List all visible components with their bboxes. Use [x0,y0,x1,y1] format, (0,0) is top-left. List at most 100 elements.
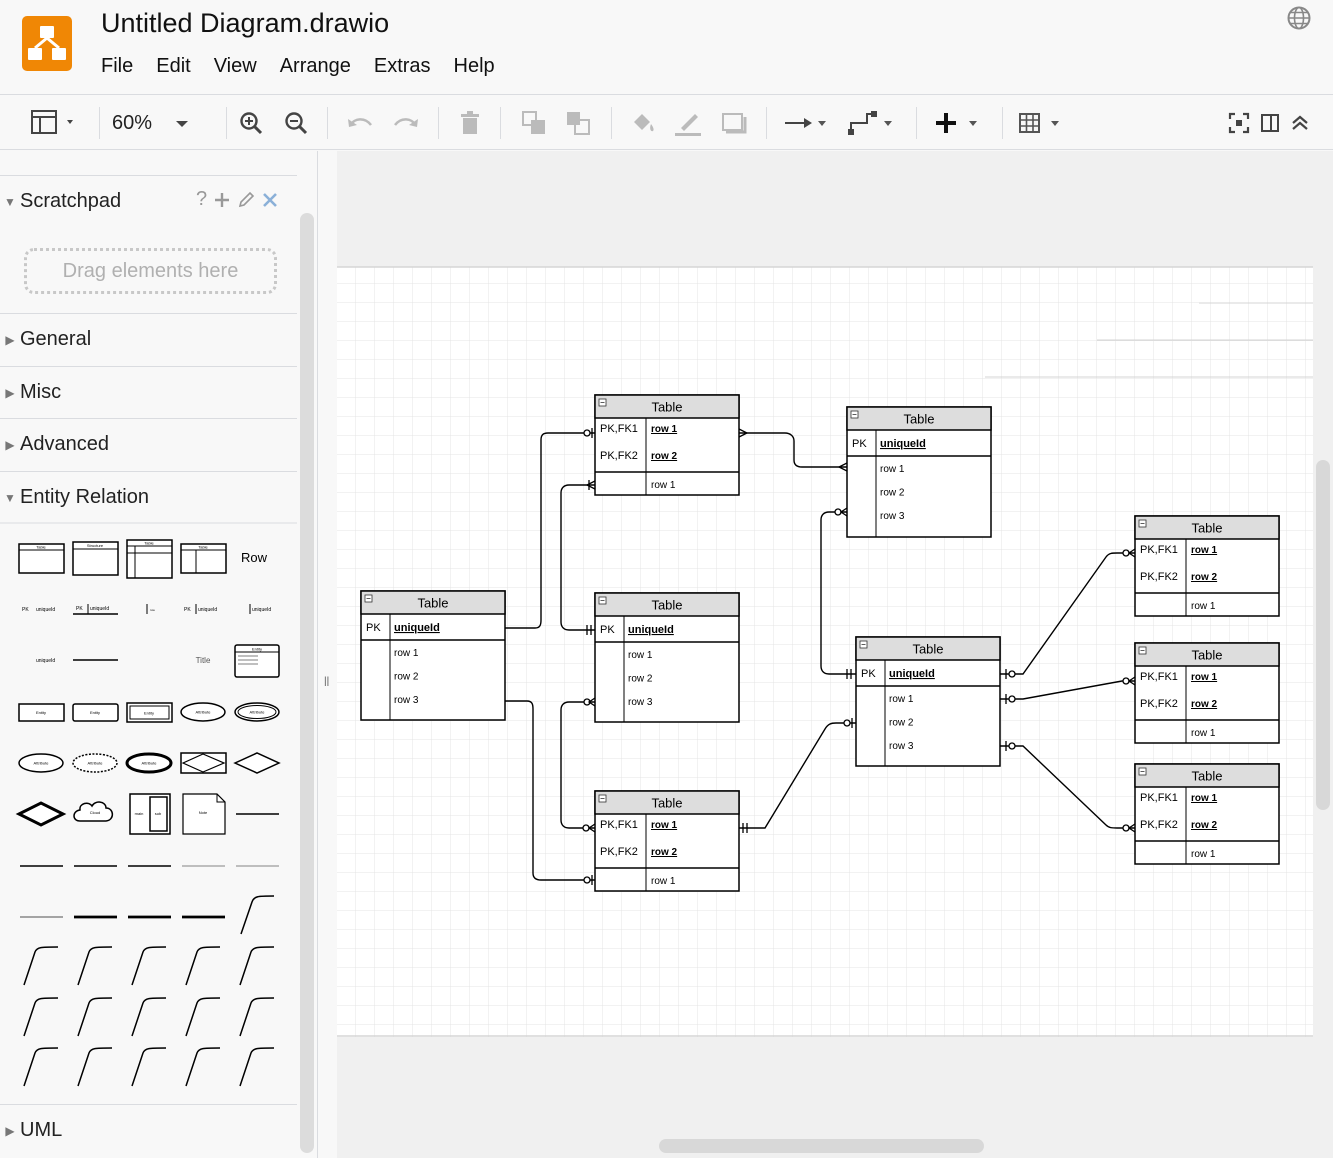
field-cell[interactable]: row 2 [651,451,678,462]
waypoints-button[interactable] [847,95,899,151]
section-advanced[interactable]: ▶ Advanced [0,418,297,470]
undo-button[interactable] [343,95,377,151]
field-cell[interactable]: row 3 [628,697,653,708]
table-header[interactable] [846,406,992,431]
canvas-vertical-scrollbar[interactable] [1316,460,1330,810]
section-uml[interactable]: ▶ UML [0,1104,297,1156]
er-shape-pk-row[interactable]: PK uniqueId [22,607,55,613]
er-shape-cloud[interactable]: Cloud [73,801,114,822]
field-cell[interactable]: row 3 [889,741,914,752]
field-cell[interactable]: row 2 [1191,572,1218,583]
er-edge-row-2[interactable] [20,895,275,935]
document-title[interactable]: Untitled Diagram.drawio [101,8,390,38]
field-cell[interactable]: row 1 [1191,545,1218,556]
er-shape-row-sep[interactable]: uniqueId [249,604,271,614]
collapse-toolbar-button[interactable] [1287,95,1313,151]
field-cell[interactable]: row 2 [394,672,419,683]
field-cell[interactable]: uniqueId [394,622,440,634]
field-cell[interactable]: row 3 [394,695,419,706]
shadow-button[interactable] [718,95,750,151]
language-globe-icon[interactable] [1286,5,1312,31]
section-general[interactable]: ▶ General [0,313,297,365]
to-front-button[interactable] [518,95,550,151]
field-cell[interactable]: row 1 [1191,672,1218,683]
plus-icon[interactable] [213,191,231,209]
er-shape-small-row[interactable]: row [146,604,156,614]
field-cell[interactable]: row 1 [651,820,678,831]
field-cell[interactable]: row 2 [1191,699,1218,710]
table-header[interactable] [594,790,740,815]
connection-style-button[interactable] [782,95,834,151]
field-cell[interactable]: row 1 [1191,849,1216,860]
er-shape-pk-row-sep[interactable]: PK uniqueId [184,604,217,614]
field-cell[interactable]: row 1 [628,650,653,661]
er-shape-associative-entity[interactable] [180,752,227,774]
field-cell[interactable]: row 2 [1191,820,1218,831]
er-shape-entity-rounded[interactable]: Entity [72,703,119,722]
er-shape-relationship[interactable] [233,752,281,774]
er-shape-row[interactable]: Row [241,550,268,565]
er-shape-key-attribute[interactable]: Attribute [18,753,64,773]
zoom-dropdown[interactable]: 60% [112,95,207,151]
er-shape-main-sub[interactable]: main sub [129,793,171,835]
insert-button[interactable] [932,95,984,151]
redo-button[interactable] [389,95,423,151]
table-header[interactable] [1134,763,1280,788]
field-cell[interactable]: uniqueId [628,624,674,636]
line-color-button[interactable] [672,95,704,151]
er-shape-pk-row-line[interactable]: PK uniqueId [73,604,118,615]
menu-extras[interactable]: Extras [373,55,431,77]
table-header[interactable] [1134,642,1280,667]
er-shape-attribute[interactable]: Attribute [180,702,226,722]
fit-window-button[interactable] [1226,95,1252,151]
sidebar-scrollbar[interactable] [300,213,314,1153]
field-cell[interactable]: row 2 [651,847,678,858]
to-back-button[interactable] [562,95,594,151]
field-cell[interactable]: row 1 [1191,793,1218,804]
field-cell[interactable]: row 3 [880,511,905,522]
table-header[interactable] [594,394,740,419]
table-header[interactable] [360,590,506,615]
zoom-out-button[interactable] [281,95,311,151]
pencil-icon[interactable] [237,191,255,209]
field-cell[interactable]: row 1 [651,480,676,491]
er-shape-weak-entity[interactable]: Entity [126,702,173,723]
er-shape-title[interactable]: Title [196,656,211,665]
field-cell[interactable]: row 1 [1191,728,1216,739]
field-cell[interactable]: uniqueId [889,668,935,680]
field-cell[interactable]: row 2 [628,674,653,685]
menu-arrange[interactable]: Arrange [279,55,351,77]
field-cell[interactable]: row 1 [394,648,419,659]
format-toggle-button[interactable] [1257,95,1283,151]
field-cell[interactable]: uniqueId [880,438,926,450]
close-icon[interactable] [261,191,279,209]
canvas-horizontal-scrollbar[interactable] [659,1139,984,1153]
er-shape-unique-row[interactable]: uniqueId [36,658,55,664]
scratchpad-help-button[interactable]: ? [196,188,208,210]
sidebar-resize-handle[interactable]: || [324,676,330,687]
er-shape-entity-note[interactable]: Entity [234,644,280,678]
er-shape-derived-attribute[interactable]: Attribute [72,753,118,773]
field-cell[interactable]: row 1 [651,424,678,435]
field-cell[interactable]: row 2 [880,488,905,499]
table-header[interactable] [1134,515,1280,540]
er-shape-structure[interactable]: Structure [72,541,119,576]
zoom-in-button[interactable] [236,95,266,151]
er-shape-table-pk[interactable]: Table [126,539,173,579]
field-cell[interactable]: row 1 [889,694,914,705]
field-cell[interactable]: row 1 [651,876,676,887]
format-panel-button[interactable] [28,95,84,151]
field-cell[interactable]: row 2 [889,718,914,729]
er-shape-table-fk[interactable]: Table [180,543,227,574]
er-shape-thick-attribute[interactable]: Attribute [125,752,173,774]
er-shape-multivalued-attribute[interactable]: Attribute [234,702,280,722]
drawio-logo[interactable] [22,16,72,71]
table-button[interactable] [1016,95,1068,151]
